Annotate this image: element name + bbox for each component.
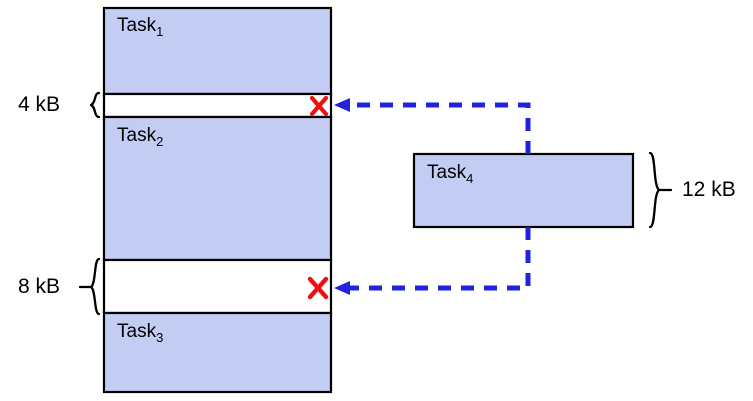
memory-block-task1[interactable] <box>102 6 333 96</box>
memory-gap-8kb[interactable] <box>102 258 333 315</box>
arrowhead-8kb-icon <box>334 281 350 295</box>
memory-block-task3[interactable] <box>102 311 333 394</box>
incoming-task4-label: Task4 <box>427 162 474 186</box>
memory-block-task1-label: Task1 <box>117 15 164 39</box>
memory-block-task3-label: Task3 <box>117 321 164 345</box>
brace-4kb-icon <box>89 91 101 119</box>
allocation-attempt-arrow-8kb <box>344 227 531 291</box>
arrowhead-4kb-icon <box>334 98 350 112</box>
incoming-task4-box[interactable] <box>412 152 635 229</box>
memory-block-task2[interactable] <box>102 115 333 262</box>
rejection-cross-8kb-icon <box>307 276 329 300</box>
brace-8kb-icon <box>89 257 101 316</box>
memory-block-task2-label: Task2 <box>117 125 164 149</box>
gap-8kb-size-label: 8 kB <box>18 275 61 298</box>
memory-gap-4kb[interactable] <box>102 92 333 119</box>
rejection-cross-4kb-icon <box>309 95 329 117</box>
allocation-attempt-arrow-4kb <box>344 102 531 154</box>
task4-size-label: 12 kB <box>682 178 736 201</box>
gap-4kb-size-label: 4 kB <box>18 93 61 116</box>
brace-12kb-icon <box>648 151 661 229</box>
